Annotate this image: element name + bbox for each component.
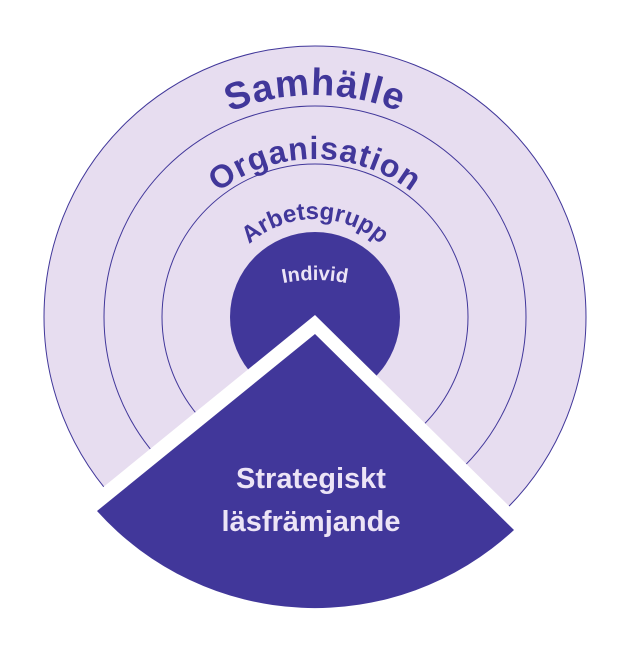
wedge-label-line2: läsfrämjande — [222, 506, 401, 538]
strategic-wedge — [97, 334, 514, 609]
wedge-label-line1: Strategiskt — [236, 463, 386, 495]
label-individ: Individ — [280, 263, 350, 288]
